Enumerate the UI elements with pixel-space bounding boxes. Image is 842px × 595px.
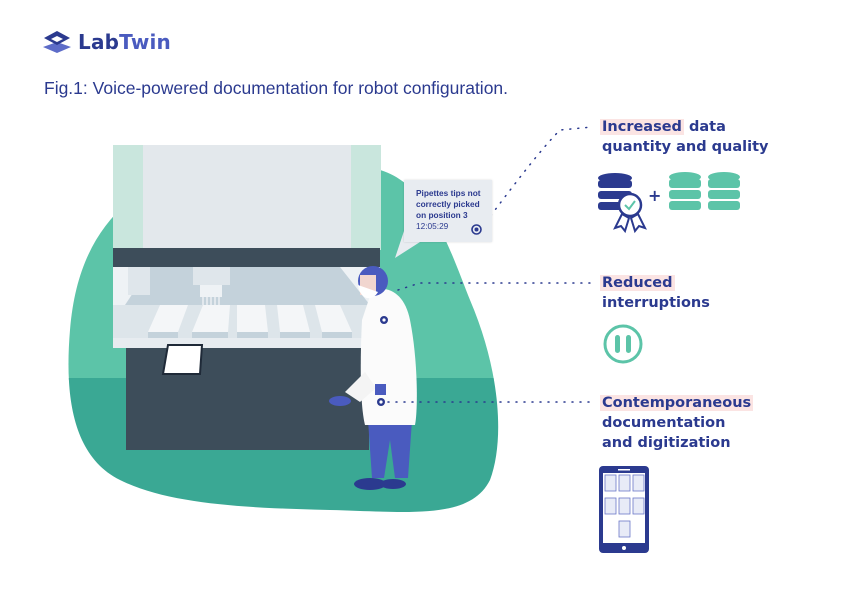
record-target-icon — [471, 224, 482, 235]
reagent-trays — [148, 305, 352, 332]
labtwin-logo: LabTwin — [42, 30, 171, 54]
scientist-figure — [329, 266, 417, 490]
benefit-text: and digitization — [602, 435, 731, 451]
benefit-reduced-interruptions: Reduced interruptions — [600, 273, 710, 313]
benefit-text: documentation — [602, 415, 726, 431]
database-certified-plus-databases-icon: + — [598, 172, 740, 234]
svg-text:+: + — [648, 186, 661, 205]
figure-caption: Fig.1: Voice-powered documentation for r… — [44, 78, 509, 98]
benefit-text: interruptions — [602, 295, 710, 311]
bubble-line: on position 3 — [416, 210, 468, 220]
benefit-highlight: Reduced — [600, 275, 675, 291]
benefit-text: quantity and quality — [602, 139, 769, 155]
benefit-text: data — [683, 119, 726, 135]
pause-circle-icon — [603, 324, 643, 364]
robot-screen — [161, 344, 204, 375]
benefit-highlight: Increased — [600, 119, 684, 135]
speech-bubble-text: Pipettes tips not correctly picked on po… — [416, 188, 481, 232]
bubble-timestamp: 12:05:29 — [416, 221, 449, 231]
bubble-line: Pipettes tips not — [416, 188, 481, 198]
layered-diamond-icon — [43, 31, 71, 53]
benefit-highlight: Contemporaneous — [600, 395, 754, 411]
speech-bubble: Pipettes tips not correctly picked on po… — [404, 180, 492, 242]
benefit-contemporaneous-documentation: Contemporaneous documentation and digiti… — [600, 393, 754, 453]
speech-bubble-tail — [395, 228, 420, 258]
benefit-data-quality: Increased data quantity and quality — [600, 117, 769, 157]
bubble-line: correctly picked — [416, 199, 480, 209]
tablet-documents-icon — [599, 466, 649, 553]
logo-wordmark: LabTwin — [78, 30, 171, 54]
dotted-connectors — [387, 126, 593, 403]
robot-top-bar — [113, 248, 380, 267]
